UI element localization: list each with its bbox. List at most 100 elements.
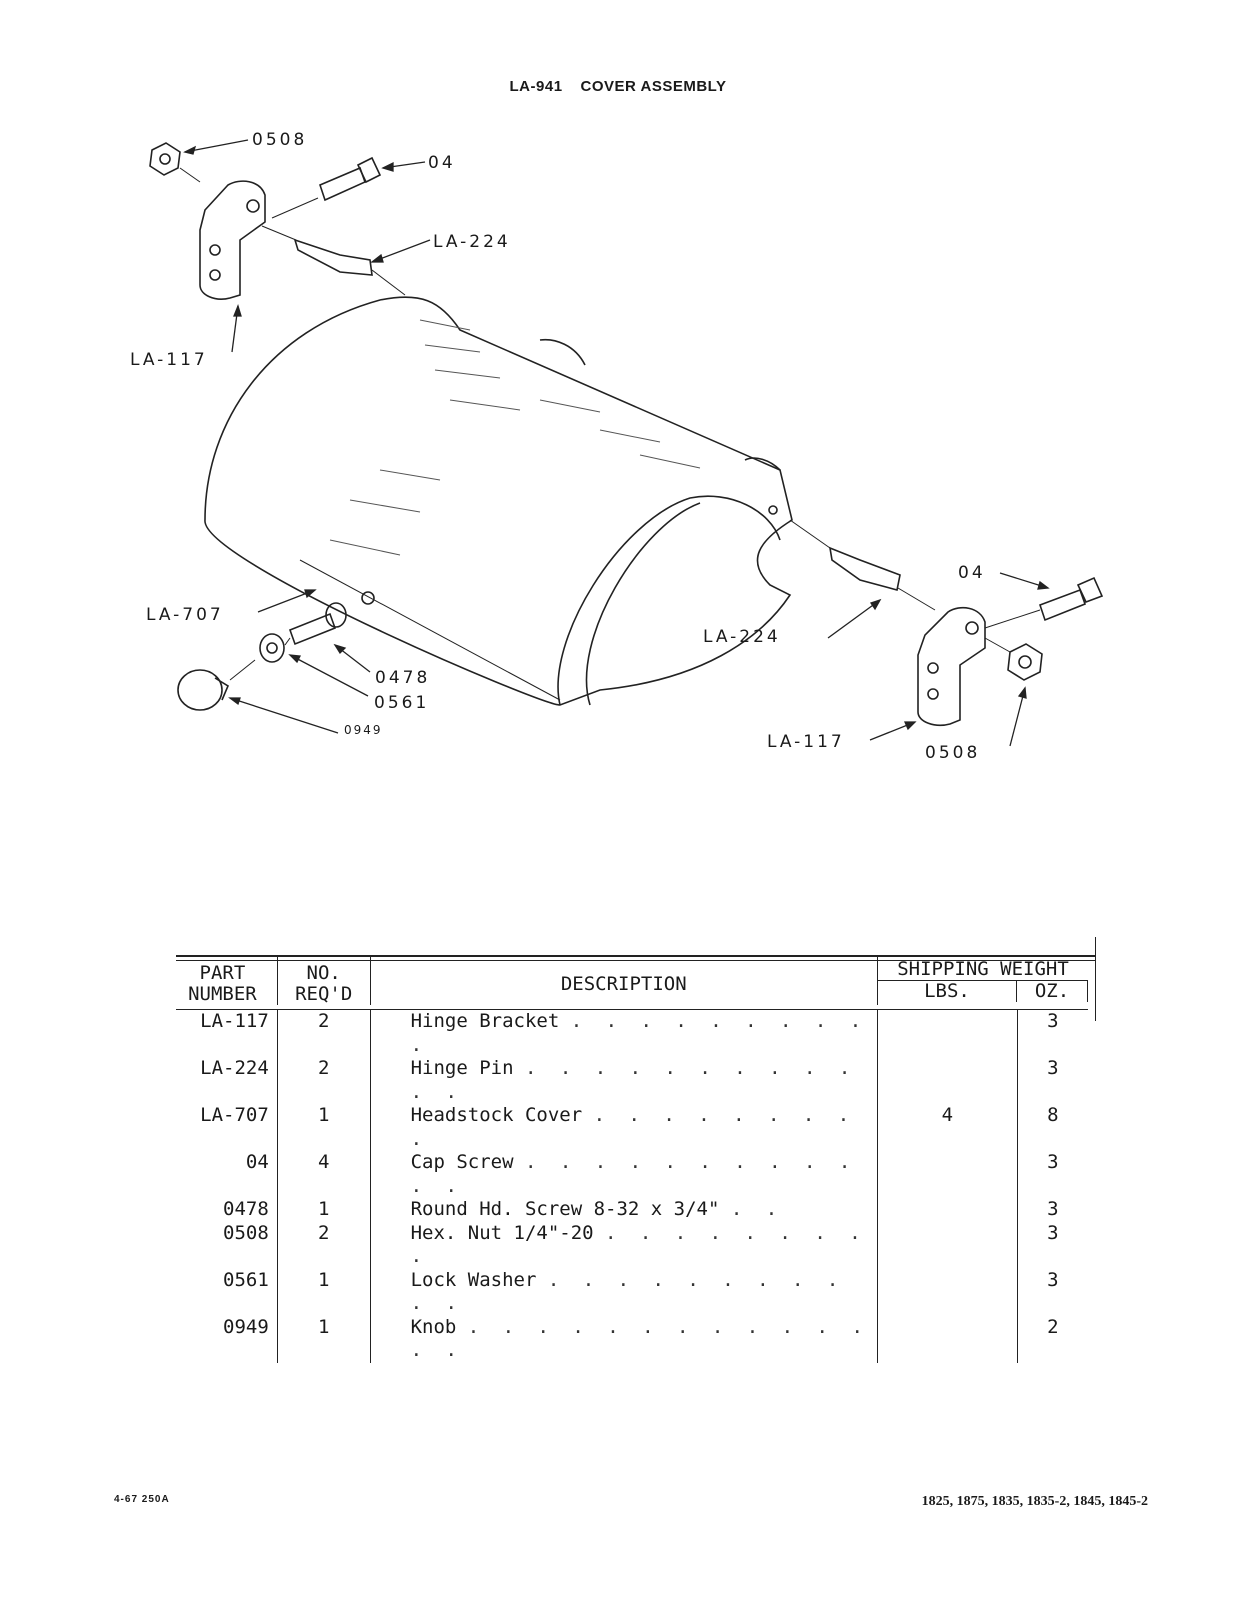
weight-lbs: 4 — [877, 1104, 1018, 1151]
assembly-code: LA-941 — [509, 78, 563, 95]
leader-dots: . . . . . . . . . — [410, 1104, 856, 1150]
table-row: LA-117 2 Hinge Bracket . . . . . . . . .… — [176, 1009, 1088, 1057]
quantity: 1 — [277, 1315, 371, 1363]
hex-nut-right-drawing — [1007, 643, 1043, 681]
description-text: Headstock Cover — [410, 1104, 583, 1126]
header-lbs: LBS. — [878, 980, 1017, 1002]
header-part-line2: NUMBER — [188, 983, 257, 1005]
quantity: 2 — [277, 1221, 371, 1269]
assembly-name: COVER ASSEMBLY — [580, 78, 727, 95]
weight-lbs — [877, 1151, 1018, 1198]
headstock-cover-drawing — [204, 296, 793, 706]
callout-nut-right: 0508 — [925, 743, 980, 763]
callout-nut-top: 0508 — [252, 130, 307, 150]
header-part-line1: PART — [199, 962, 246, 984]
description: Cap Screw . . . . . . . . . . . . — [370, 1151, 878, 1198]
callout-screw-top: 04 — [428, 153, 456, 173]
weight-oz: 2 — [1047, 1315, 1059, 1338]
parts-list: PART NUMBER NO. REQ'D DESCRIPTION SHIPPI… — [176, 937, 1116, 1363]
weight-oz: 3 — [1047, 1151, 1059, 1173]
description: Lock Washer . . . . . . . . . . . — [370, 1268, 878, 1316]
hinge-pin-right-drawing — [828, 546, 901, 591]
description: Hinge Bracket . . . . . . . . . . — [370, 1009, 878, 1057]
callout-bracket-top: LA-117 — [130, 350, 208, 370]
table-row: LA-707 1 Headstock Cover . . . . . . . .… — [176, 1104, 1088, 1151]
table-top-rule — [176, 955, 1096, 961]
header-shipping-weight-label: SHIPPING WEIGHT — [877, 958, 1088, 981]
part-number: LA-117 — [176, 1009, 278, 1057]
quantity: 1 — [277, 1104, 371, 1151]
part-number: 0478 — [176, 1198, 278, 1222]
leader-dots: . . . . . . . . . . . . — [410, 1151, 857, 1197]
callout-screw-right: 04 — [958, 563, 986, 583]
weight-oz: 3 — [1047, 1010, 1059, 1032]
callout-lock-washer: 0561 — [374, 693, 429, 713]
header-req: NO. REQ'D — [277, 955, 371, 1005]
page-title: LA-941 COVER ASSEMBLY — [0, 78, 1236, 95]
part-number: 0949 — [176, 1315, 278, 1363]
weight-oz: 8 — [1047, 1104, 1059, 1126]
leader-dots: . . . . . . . . . . — [410, 1010, 868, 1056]
cap-screw-top-drawing — [319, 156, 382, 202]
hex-nut-top-drawing — [149, 142, 181, 176]
table-corner-rule — [1095, 937, 1096, 1021]
callout-bracket-right: LA-117 — [767, 732, 845, 752]
description: Round Hd. Screw 8-32 x 3/4" . . — [370, 1198, 878, 1222]
part-number: 0561 — [176, 1268, 278, 1316]
weight-lbs — [877, 1221, 1018, 1269]
table-row: 0478 1 Round Hd. Screw 8-32 x 3/4" . . 3 — [176, 1198, 1088, 1222]
description-text: Hinge Bracket — [410, 1010, 560, 1032]
quantity: 1 — [277, 1198, 371, 1222]
hinge-pin-top-drawing — [293, 238, 373, 276]
description-text: Cap Screw — [410, 1151, 514, 1173]
description: Hex. Nut 1/4"-20 . . . . . . . . . — [370, 1221, 878, 1269]
table-row: 0949 1 Knob . . . . . . . . . . . . . . … — [176, 1315, 1088, 1363]
callout-cap-screw: 0478 — [375, 668, 430, 688]
header-shipping-weight: SHIPPING WEIGHT LBS. OZ. — [877, 955, 1088, 1005]
header-oz: OZ. — [1017, 980, 1088, 1002]
description: Headstock Cover . . . . . . . . . — [370, 1104, 878, 1151]
hinge-bracket-left-drawing — [199, 180, 266, 300]
quantity: 2 — [277, 1057, 371, 1104]
weight-oz: 3 — [1047, 1057, 1059, 1079]
quantity: 1 — [277, 1268, 371, 1316]
header-req-line1: NO. — [306, 962, 341, 984]
exploded-parts-diagram: 0508 04 LA-224 LA-117 LA-707 0478 0561 0… — [130, 130, 1104, 763]
table-row: 0508 2 Hex. Nut 1/4"-20 . . . . . . . . … — [176, 1221, 1088, 1269]
lock-washer-drawing — [259, 633, 285, 663]
description: Knob . . . . . . . . . . . . . . — [370, 1315, 878, 1363]
hinge-bracket-right-drawing — [917, 606, 986, 727]
weight-lbs — [877, 1198, 1018, 1222]
round-head-screw-drawing — [288, 612, 337, 646]
weight-oz: 3 — [1047, 1198, 1059, 1220]
callout-knob: 0949 — [344, 723, 383, 737]
weight-lbs — [877, 1057, 1018, 1104]
parts-table: PART NUMBER NO. REQ'D DESCRIPTION SHIPPI… — [176, 955, 1088, 1363]
weight-lbs — [877, 1315, 1018, 1363]
header-description: DESCRIPTION — [370, 955, 878, 1005]
weight-lbs — [877, 1009, 1018, 1057]
description-text: Hex. Nut 1/4"-20 — [410, 1221, 594, 1244]
weight-oz: 3 — [1047, 1268, 1059, 1291]
callout-pin-right: LA-224 — [703, 627, 781, 647]
description-text: Knob — [410, 1315, 457, 1338]
part-number: 0508 — [176, 1221, 278, 1269]
leader-dots: . . . . . . . . . . . . . . — [410, 1315, 869, 1362]
quantity: 2 — [277, 1009, 371, 1057]
table-row: 04 4 Cap Screw . . . . . . . . . . . . 3 — [176, 1151, 1088, 1198]
quantity: 4 — [277, 1151, 371, 1198]
part-number: 04 — [176, 1151, 278, 1198]
table-row: 0561 1 Lock Washer . . . . . . . . . . .… — [176, 1268, 1088, 1316]
knob-drawing — [177, 669, 223, 711]
description-text: Hinge Pin — [410, 1057, 514, 1079]
weight-lbs — [877, 1268, 1018, 1316]
footer-form-code: 4-67 250A — [114, 1494, 170, 1505]
header-req-line2: REQ'D — [295, 983, 353, 1005]
leader-dots: . . — [730, 1198, 784, 1220]
part-number: LA-224 — [176, 1057, 278, 1104]
part-number: LA-707 — [176, 1104, 278, 1151]
leader-dots: . . . . . . . . . . . . — [410, 1057, 857, 1103]
callout-pin-top: LA-224 — [433, 232, 511, 252]
description-text: Lock Washer — [410, 1268, 537, 1291]
weight-oz: 3 — [1047, 1221, 1059, 1244]
